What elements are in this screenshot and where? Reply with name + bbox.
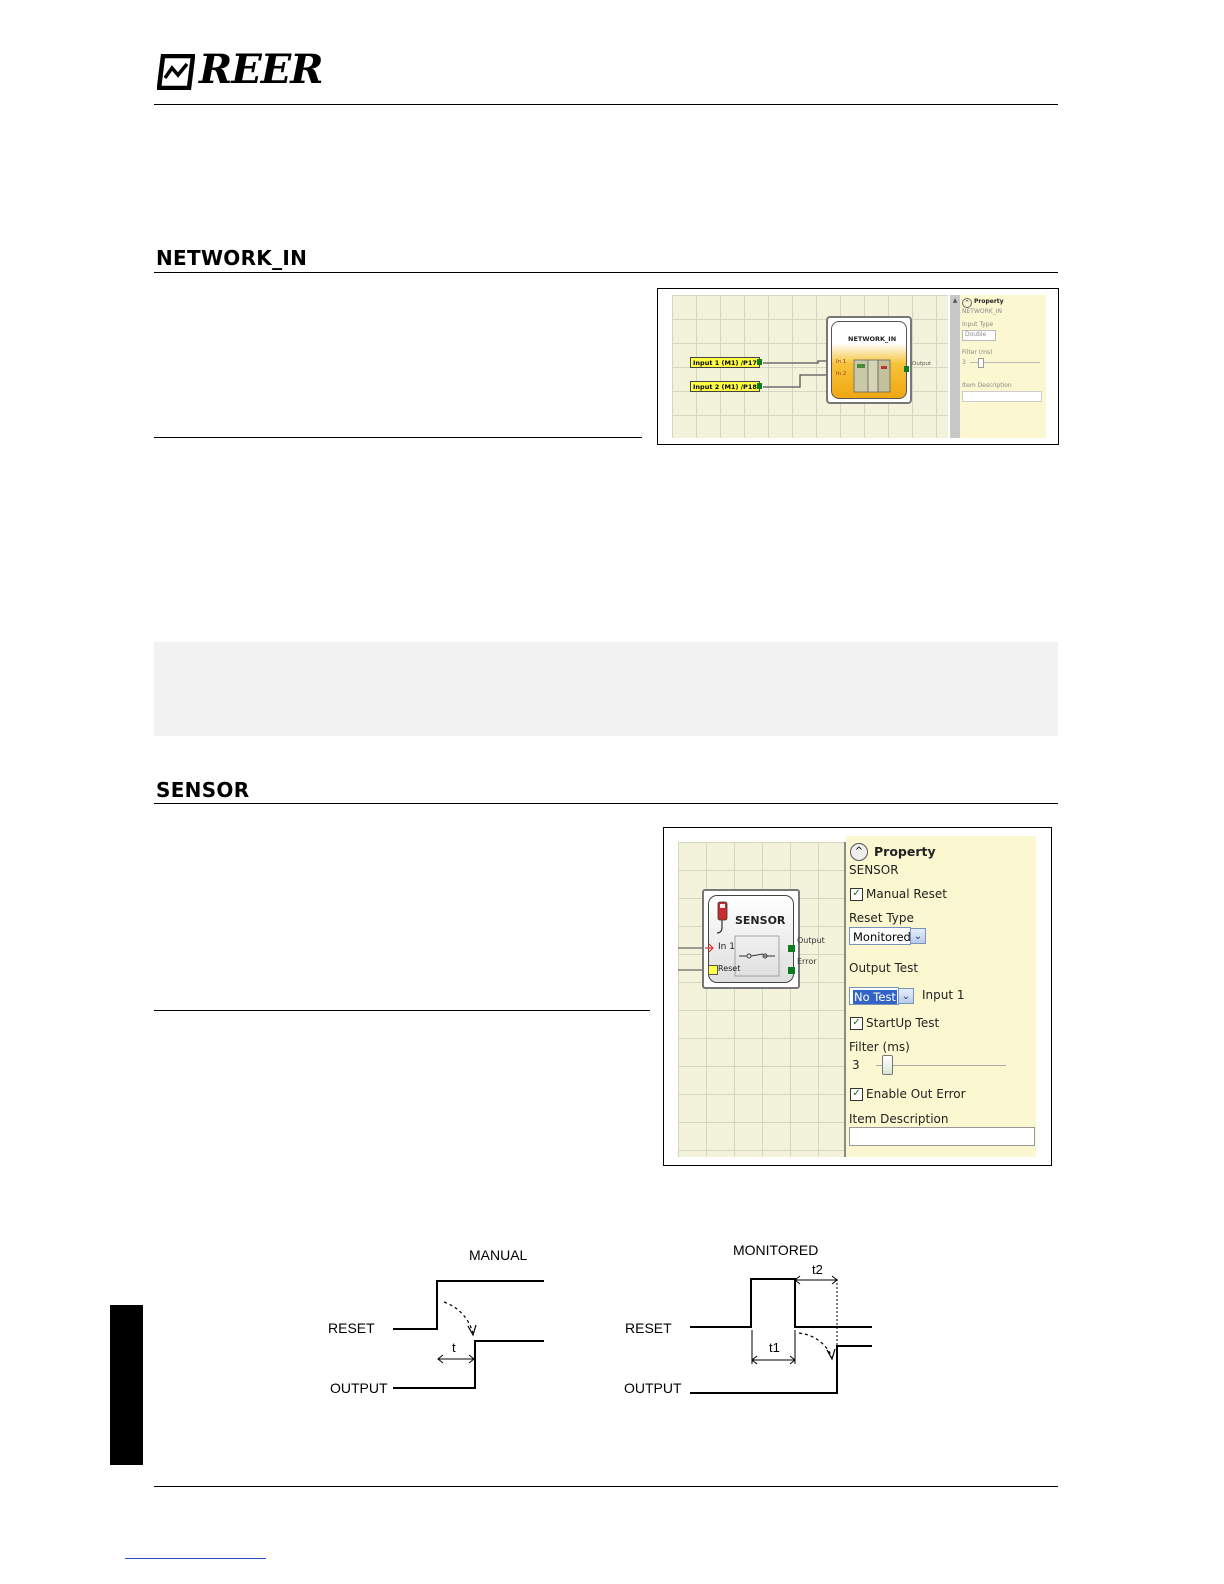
enable-out-error-checkbox[interactable]: ✓ [850,1088,863,1101]
input-connector-2 [757,383,762,389]
reer-logo-icon [157,54,195,90]
sensor-block-body: SENSOR [708,895,794,983]
logo-text: REER [199,46,323,93]
network-in-block[interactable]: NETWORK_IN [826,316,912,404]
sensor-property-panel: ^ Property SENSOR ✓ Manual Reset Reset T… [846,836,1036,1157]
item-description-label: Item Description [962,382,1012,389]
collapse-icon[interactable]: ^ [962,298,972,308]
filter-slider-thumb[interactable] [978,358,984,368]
reer-logo: REER [157,46,323,94]
sensor-block-title: SENSOR [735,914,786,927]
input-type-select[interactable]: Double [962,330,996,341]
reset-connector [708,965,718,975]
network-in-property-panel: ^ Property NETWORK_IN Input Type Double … [960,295,1046,438]
header-rule [154,104,1058,105]
sensor-block[interactable]: SENSOR [702,889,800,989]
enable-out-error-label: Enable Out Error [866,1087,966,1101]
vertical-scrollbar[interactable]: ▲ [950,295,960,438]
panel-header: Property [974,298,1004,305]
table-rule-network-in [154,437,642,438]
filter-value: 3 [852,1058,860,1072]
item-description-label: Item Description [849,1112,949,1126]
monitored-t1-label: t1 [769,1340,780,1355]
side-language-tab [110,1305,143,1465]
in1-arrow-icon [705,943,714,953]
item-description-input[interactable] [962,391,1042,402]
startup-test-checkbox[interactable]: ✓ [850,1017,863,1030]
port-output: Output [912,361,932,367]
monitored-output-label: OUTPUT [624,1380,682,1396]
collapse-icon[interactable]: ^ [850,843,868,861]
manual-output-label: OUTPUT [330,1380,388,1396]
manual-reset-checkbox[interactable]: ✓ [850,888,863,901]
sensor-port-error: Error [797,957,817,966]
filter-label: Filter (ms) [849,1040,910,1054]
monitored-t2-label: t2 [812,1262,823,1277]
monitored-reset-signal [690,1278,872,1328]
filter-slider-track [876,1065,1006,1066]
network-in-block-title: NETWORK_IN [848,335,897,343]
filter-slider-thumb[interactable] [882,1055,893,1075]
sensor-error-connector [788,967,795,974]
section-title-network-in: NETWORK_IN [156,246,308,270]
reset-type-label: Reset Type [849,911,914,925]
scroll-up-icon[interactable]: ▲ [952,297,958,304]
manual-reset-label: RESET [328,1320,375,1336]
panel-divider [844,842,846,1157]
table-rule-sensor [154,1010,650,1011]
panel-name: NETWORK_IN [962,308,1002,315]
manual-t-label: t [452,1340,456,1355]
manual-reset-label: Manual Reset [866,887,947,901]
sensor-panel-name: SENSOR [849,863,899,877]
output-test-input: Input 1 [922,988,965,1002]
filter-slider-track [970,362,1040,363]
output-test-select[interactable]: No Test [849,987,899,1005]
port-in1: In 1 [836,359,847,365]
note-box [154,642,1058,736]
input-connector-1 [757,359,762,365]
manual-reset-signal [393,1280,544,1330]
input-type-label: Input Type [962,321,994,328]
section-title-sensor: SENSOR [156,778,250,802]
sensor-panel-header: Property [874,844,936,859]
startup-test-label: StartUp Test [866,1016,940,1030]
output-test-label: Output Test [849,961,919,975]
network-in-screenshot: Input 1 (M1) /P17 Input 2 (M1) /P18 NETW… [657,288,1059,445]
monitored-reset-label: RESET [625,1320,672,1336]
output-connector [904,366,909,372]
sensor-port-output: Output [797,936,825,945]
port-in2: In 2 [836,371,847,377]
sensor-output-connector [788,945,795,952]
manual-title: MANUAL [469,1247,528,1263]
sensor-port-reset: Reset [718,964,741,973]
monitored-title: MONITORED [733,1242,819,1258]
section-rule-sensor [154,803,1058,804]
item-description-input[interactable] [849,1127,1035,1146]
manual-output-signal [393,1340,544,1389]
filter-label: Filter (ms) [962,349,993,356]
reset-type-select[interactable]: Monitored [849,927,911,945]
sensor-port-in1: In 1 [718,942,735,952]
footer-rule [154,1486,1058,1487]
section-rule-network-in [154,272,1058,273]
chevron-down-icon[interactable]: ⌄ [898,988,914,1004]
monitored-output-signal [690,1345,872,1394]
device-image-icon [853,359,891,393]
network-in-block-body: NETWORK_IN [831,321,907,399]
chevron-down-icon[interactable]: ⌄ [910,928,926,944]
filter-value: 3 [962,359,966,366]
output-test-value: No Test [853,990,897,1004]
sensor-screenshot: SENSOR In 1 Reset Output Error ^ Propert… [663,827,1052,1166]
footer-link-underline [125,1558,266,1559]
sensor-device-icon [716,901,728,934]
switch-symbol-icon [734,935,780,977]
monitored-causal-arrow [798,1332,833,1358]
